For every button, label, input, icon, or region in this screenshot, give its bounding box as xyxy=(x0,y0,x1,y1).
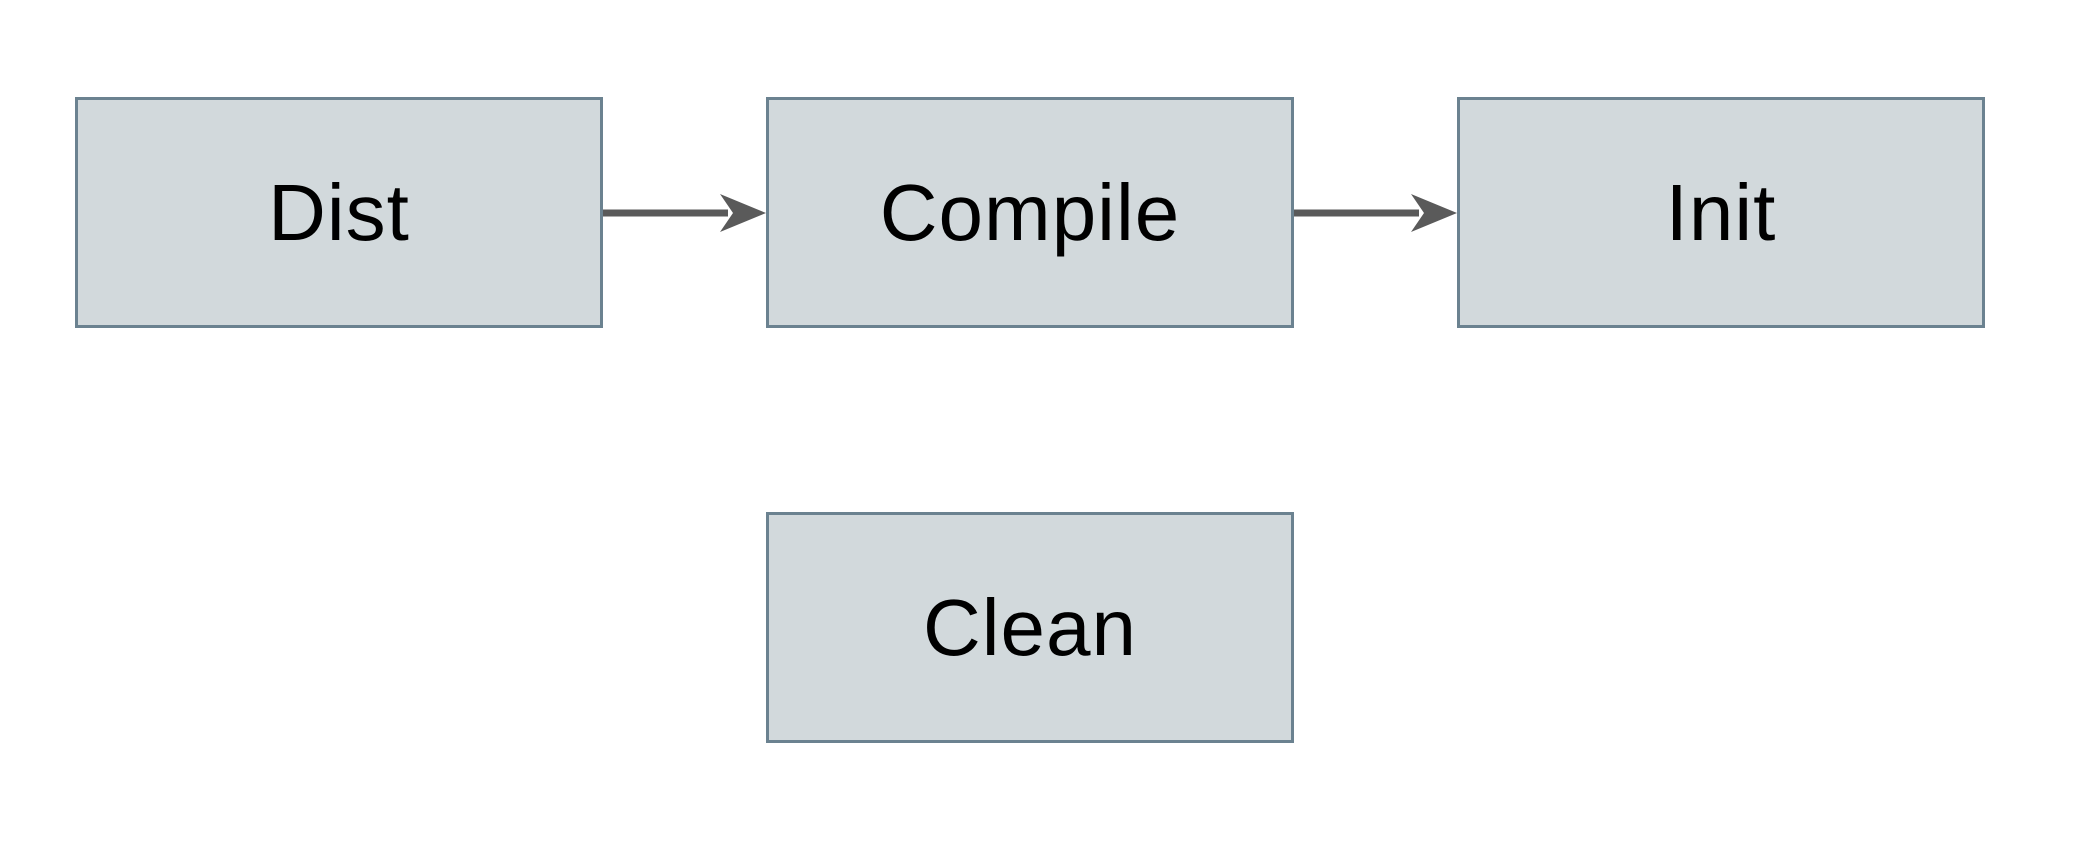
node-compile-label: Compile xyxy=(879,167,1181,257)
node-compile[interactable]: Compile xyxy=(766,97,1294,328)
arrowhead-right-icon xyxy=(1411,194,1457,232)
node-dist[interactable]: Dist xyxy=(75,97,603,328)
arrowhead-right-icon xyxy=(720,194,766,232)
node-clean[interactable]: Clean xyxy=(766,512,1294,743)
connector-dist-compile[interactable] xyxy=(603,194,766,232)
node-dist-label: Dist xyxy=(268,167,410,257)
connector-compile-init[interactable] xyxy=(1294,194,1457,232)
node-init[interactable]: Init xyxy=(1457,97,1985,328)
node-init-label: Init xyxy=(1665,167,1777,257)
node-clean-label: Clean xyxy=(922,582,1138,672)
